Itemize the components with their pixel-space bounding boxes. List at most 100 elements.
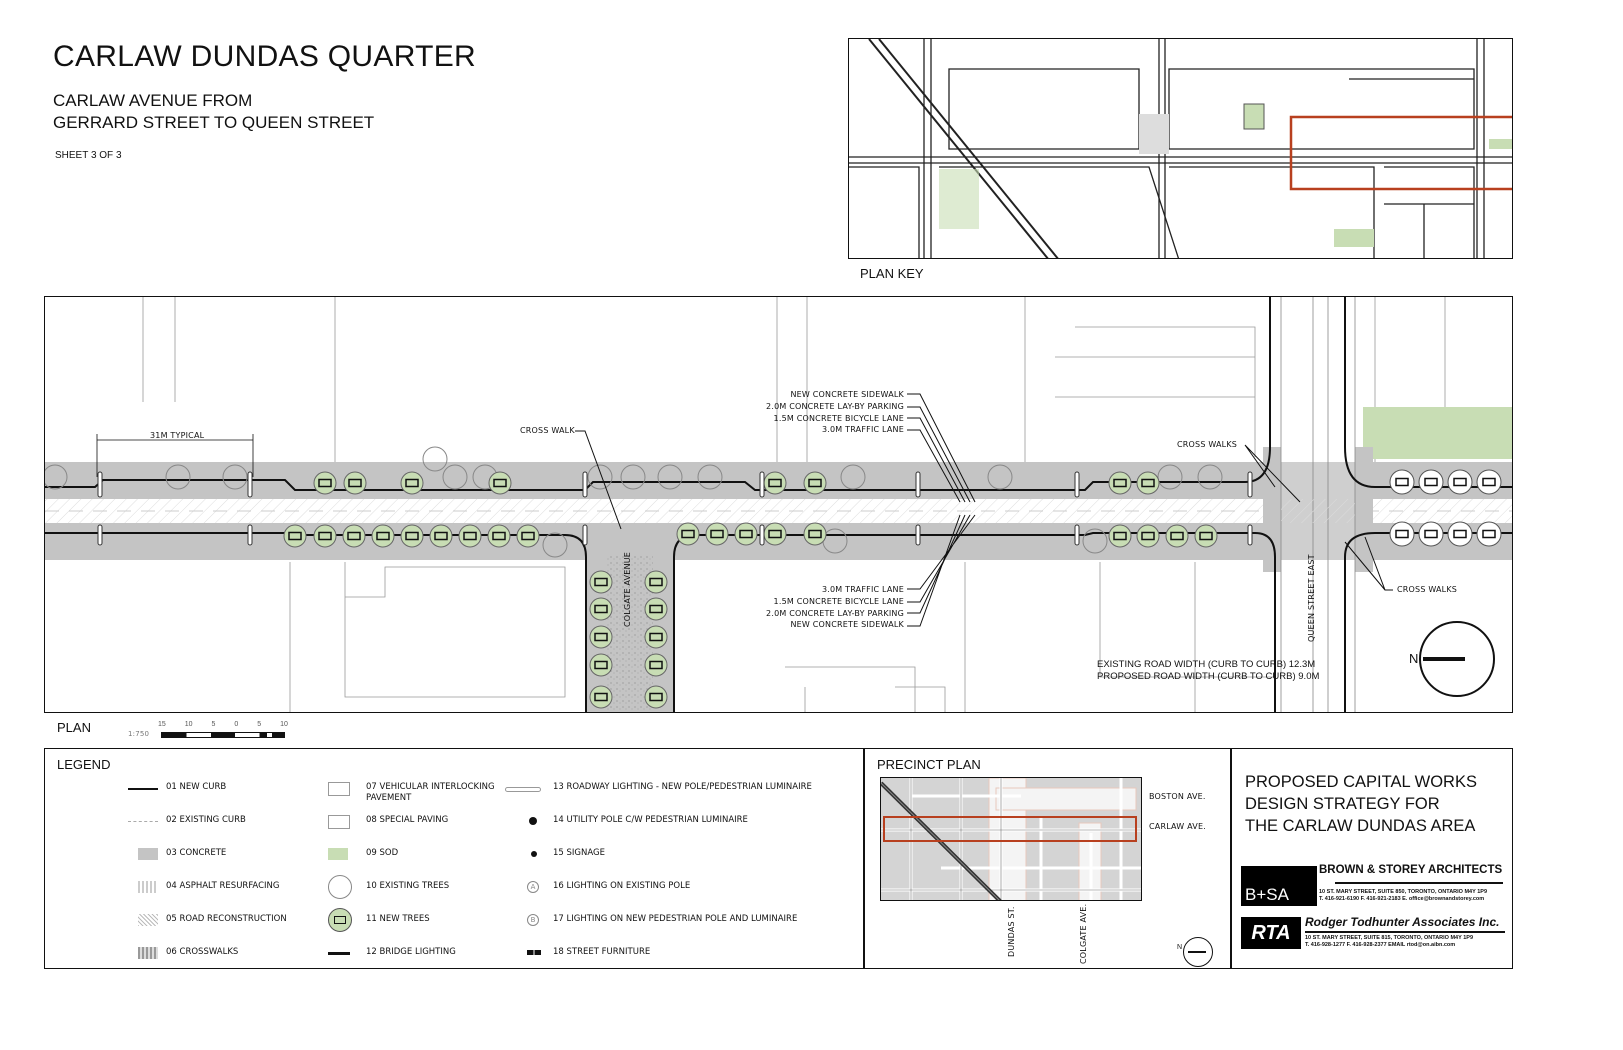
new-tree-icon	[644, 597, 668, 621]
existing-tree-icon	[1082, 528, 1108, 554]
legend-symbol-icon	[128, 881, 158, 895]
new-tree-icon	[313, 524, 337, 548]
legend-item-08: 08 SPECIAL PAVING	[328, 815, 448, 829]
plan-label: PLAN	[57, 720, 91, 735]
new-tree-icon	[283, 524, 307, 548]
legend-symbol-icon	[328, 848, 358, 862]
project-title-line-1: PROPOSED CAPITAL WORKS	[1245, 773, 1477, 791]
legend-item-04: 04 ASPHALT RESURFACING	[128, 881, 279, 895]
legend-label: 12 BRIDGE LIGHTING	[366, 947, 456, 957]
new-tree-icon	[488, 471, 512, 495]
legend-label: 05 ROAD RECONSTRUCTION	[166, 914, 287, 924]
new-tree-icon	[342, 524, 366, 548]
new-tree-icon	[803, 522, 827, 546]
colgate-ave-label: COLGATE AVE.	[1079, 903, 1088, 964]
legend-item-05: 05 ROAD RECONSTRUCTION	[128, 914, 287, 928]
new-tree-icon	[1108, 524, 1132, 548]
new-tree-icon	[644, 625, 668, 649]
existing-tree-icon	[45, 464, 68, 490]
precinct-map	[880, 777, 1142, 901]
legend-symbol-icon	[515, 947, 545, 961]
legend-label: 13 ROADWAY LIGHTING - NEW POLE/PEDESTRIA…	[553, 782, 812, 792]
roadway-lighting-pole-icon	[1247, 524, 1253, 546]
legend-item-01: 01 NEW CURB	[128, 782, 226, 796]
legend-item-03: 03 CONCRETE	[128, 848, 226, 862]
new-tree-icon	[1476, 521, 1502, 547]
rta-name: Rodger Todhunter Associates Inc.	[1305, 915, 1500, 929]
new-tree-icon	[429, 524, 453, 548]
north-callouts: NEW CONCRETE SIDEWALK 2.0M CONCRETE LAY-…	[766, 389, 904, 436]
project-title: PROPOSED CAPITAL WORKS DESIGN STRATEGY F…	[1245, 771, 1477, 837]
legend-symbol-icon	[515, 848, 545, 862]
new-tree-icon	[763, 522, 787, 546]
divider	[863, 749, 865, 968]
plan-key-map	[848, 38, 1513, 259]
callout-traffic: 3.0M TRAFFIC LANE	[821, 425, 904, 435]
new-tree-icon	[343, 471, 367, 495]
new-tree-icon	[1389, 521, 1415, 547]
new-tree-icon	[803, 471, 827, 495]
scale-tick: 5	[257, 721, 262, 728]
new-tree-icon	[644, 570, 668, 594]
legend-item-11: 11 NEW TREES	[328, 908, 430, 932]
existing-tree-icon	[840, 464, 866, 490]
callout-traffic: 3.0M TRAFFIC LANE	[821, 585, 904, 594]
legend-symbol-icon	[128, 914, 158, 928]
colgate-avenue-label: COLGATE AVENUE	[623, 551, 632, 627]
subtitle-line-2: GERRARD STREET TO QUEEN STREET	[53, 113, 375, 132]
callout-bicycle: 1.5M CONCRETE BICYCLE LANE	[773, 596, 904, 606]
scale-tick: 0	[234, 721, 239, 728]
legend-item-14: 14 UTILITY POLE C/W PEDESTRIAN LUMINAIRE	[515, 815, 748, 829]
plan-svg	[45, 297, 1512, 712]
legend-label: 17 LIGHTING ON NEW PEDESTRIAN POLE AND L…	[553, 914, 798, 924]
roadway-lighting-pole-icon	[915, 524, 921, 546]
precinct-map-drawing	[881, 778, 1141, 900]
new-tree-icon	[371, 524, 395, 548]
legend-symbol-icon	[328, 815, 358, 829]
legend-symbol-icon	[128, 947, 158, 961]
divider	[1305, 931, 1505, 933]
existing-tree-icon	[165, 464, 191, 490]
existing-tree-icon	[1157, 464, 1183, 490]
legend-label: 01 NEW CURB	[166, 782, 227, 792]
new-tree-icon	[1194, 524, 1218, 548]
precinct-north-arrow-icon	[1183, 937, 1213, 967]
cross-walks-top-label: CROSS WALKS	[1177, 440, 1238, 449]
sheet-number: SHEET 3 OF 3	[55, 150, 122, 161]
legend-symbol-icon	[128, 782, 158, 796]
legend-item-09: 09 SOD	[328, 848, 398, 862]
bsa-logo: B+SA	[1241, 866, 1317, 906]
new-tree-icon	[644, 653, 668, 677]
cross-walks-bottom-label: CROSS WALKS	[1397, 585, 1458, 594]
rta-address: 10 ST. MARY STREET, SUITE 815, TORONTO, …	[1305, 935, 1473, 949]
legend-label: 15 SIGNAGE	[553, 848, 605, 858]
legend-symbol-icon	[505, 782, 545, 796]
queen-street-label: QUEEN STREET EAST	[1307, 554, 1316, 642]
plan-key-highlight	[1289, 115, 1512, 191]
project-title-line-2: DESIGN STRATEGY FOR	[1245, 795, 1440, 813]
precinct-highlight	[883, 816, 1137, 842]
new-tree-icon	[589, 570, 613, 594]
legend-label: 10 EXISTING TREES	[366, 881, 450, 891]
new-tree-icon	[734, 522, 758, 546]
legend-item-07: 07 VEHICULAR INTERLOCKING PAVEMENT	[328, 782, 496, 804]
new-tree-icon	[313, 471, 337, 495]
legend-symbol-icon	[328, 875, 358, 899]
dundas-st-label: DUNDAS ST.	[1007, 906, 1016, 957]
legend-item-15: 15 SIGNAGE	[515, 848, 605, 862]
roadway-lighting-pole-icon	[247, 524, 253, 546]
new-tree-icon	[400, 524, 424, 548]
existing-tree-icon	[222, 464, 248, 490]
bsa-address-1: 10 ST. MARY STREET, SUITE 850, TORONTO, …	[1319, 889, 1487, 895]
existing-tree-icon	[987, 464, 1013, 490]
roadway-lighting-pole-icon	[759, 524, 765, 546]
new-tree-icon	[516, 524, 540, 548]
bsa-address-2: T. 416-921-6190 F. 416-921-2183 E. offic…	[1319, 896, 1485, 902]
new-tree-icon	[1447, 469, 1473, 495]
new-tree-icon	[676, 522, 700, 546]
scale-tick: 15	[158, 721, 166, 728]
divider	[1230, 749, 1232, 968]
legend-item-06: 06 CROSSWALKS	[128, 947, 238, 961]
